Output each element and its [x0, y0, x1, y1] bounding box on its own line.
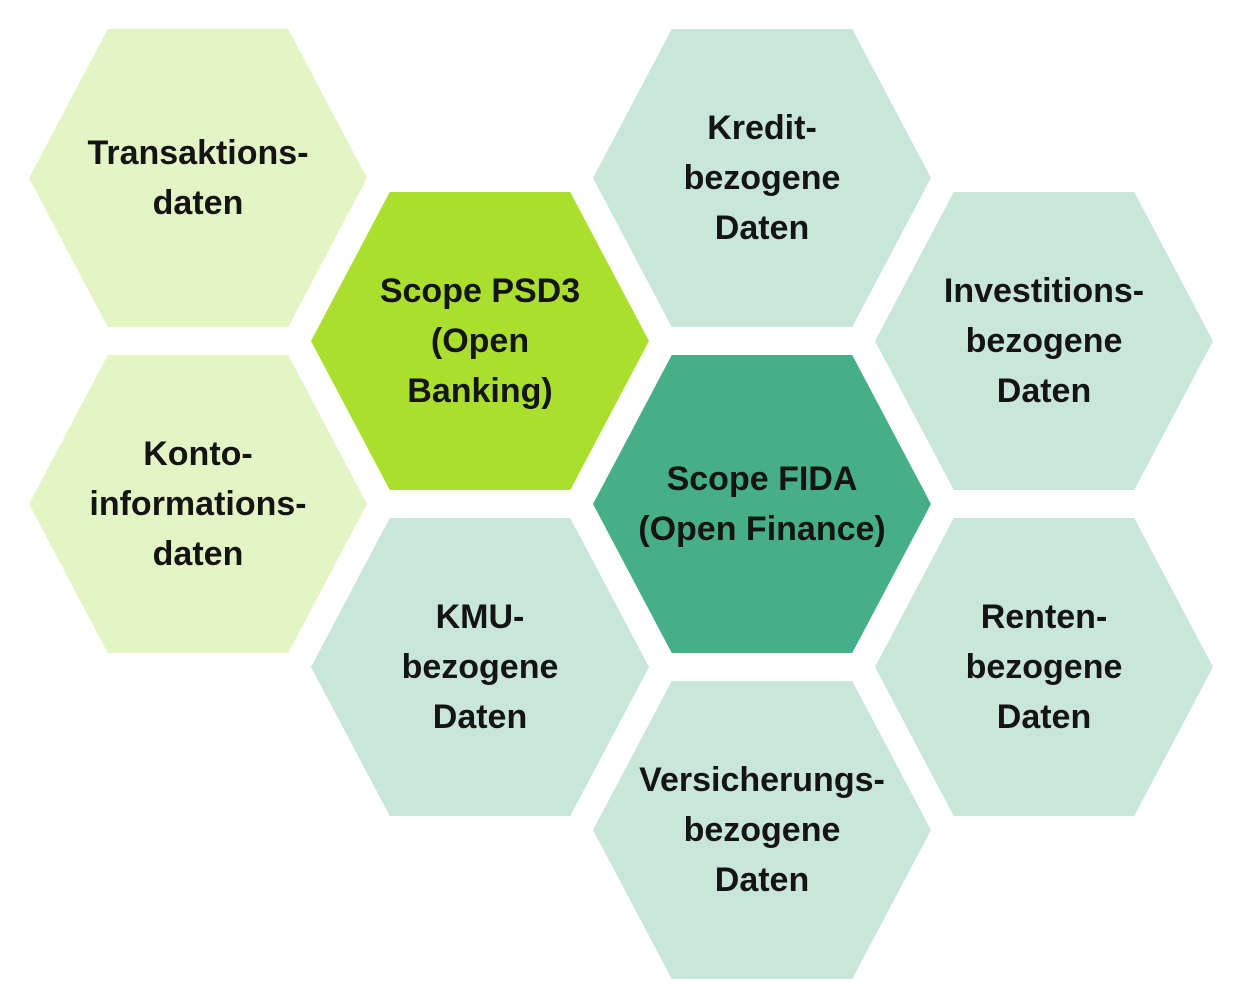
hexagon-kmu: KMU- bezogene Daten [311, 518, 649, 816]
hexagon-text-line: Daten [996, 698, 1092, 737]
hexagon-kredit: Kredit- bezogene Daten [593, 29, 931, 327]
hexagon-text-line: Daten [996, 372, 1092, 411]
hexagon-text-line: (Open Finance) [638, 510, 886, 548]
hexagon-renten-label: Renten- bezogene Daten [875, 592, 1213, 743]
hexagon-versicherungs: Versicherungs- bezogene Daten [593, 681, 931, 979]
hexagon-text-line: Transaktions- [87, 133, 309, 172]
hexagon-investitions-label: Investitions- bezogene Daten [875, 266, 1213, 417]
hexagon-versicherungs-label: Versicherungs- bezogene Daten [593, 755, 931, 906]
hexagon-text-line: (Open [430, 321, 530, 360]
hexagon-scope-fida: Scope FIDA (Open Finance) [593, 355, 931, 653]
hexagon-scope-psd3: Scope PSD3 (Open Banking) [311, 192, 649, 490]
hexagon-renten: Renten- bezogene Daten [875, 518, 1213, 816]
hexagon-kmu-label: KMU- bezogene Daten [311, 592, 649, 743]
hexagon-text-line: bezogene [401, 647, 559, 686]
hexagon-text-line: Versicherungs- [639, 760, 885, 799]
hexagon-kontoinformationsdaten-label: Konto- informations- daten [29, 429, 367, 580]
hexagon-scope-psd3-label: Scope PSD3 (Open Banking) [311, 266, 649, 417]
hexagon-text-line: daten [152, 184, 244, 222]
hexagon-text-line: KMU- [435, 597, 525, 636]
hexagon-text-line: bezogene [965, 647, 1123, 686]
hexagon-text-line: Konto- [143, 434, 253, 473]
hexagon-text-line: Daten [432, 698, 528, 737]
hexagon-text-line: Investitions- [943, 271, 1145, 310]
hexagon-scope-fida-label: Scope FIDA (Open Finance) [593, 454, 931, 555]
hexagon-text-line: Scope FIDA [666, 459, 858, 498]
hexagon-text-line: bezogene [683, 810, 841, 849]
hexagon-text-line: Daten [714, 861, 810, 900]
hexagon-transaktionsdaten-label: Transaktions- daten [29, 128, 367, 229]
hexagon-text-line: Daten [714, 209, 810, 248]
hexagon-transaktionsdaten: Transaktions- daten [29, 29, 367, 327]
hexagon-text-line: Kredit- [707, 108, 817, 147]
hexagon-kredit-label: Kredit- bezogene Daten [593, 103, 931, 254]
hexagon-kontoinformationsdaten: Konto- informations- daten [29, 355, 367, 653]
hexagon-text-line: bezogene [683, 158, 841, 197]
hexagon-text-line: daten [152, 535, 244, 574]
hexagon-text-line: Scope PSD3 [379, 271, 581, 310]
hexagon-text-line: informations- [89, 484, 307, 523]
hexagon-text-line: Banking) [407, 372, 553, 411]
hexagon-investitions: Investitions- bezogene Daten [875, 192, 1213, 490]
hexagon-text-line: bezogene [965, 321, 1123, 360]
hexagon-text-line: Renten- [980, 597, 1108, 636]
